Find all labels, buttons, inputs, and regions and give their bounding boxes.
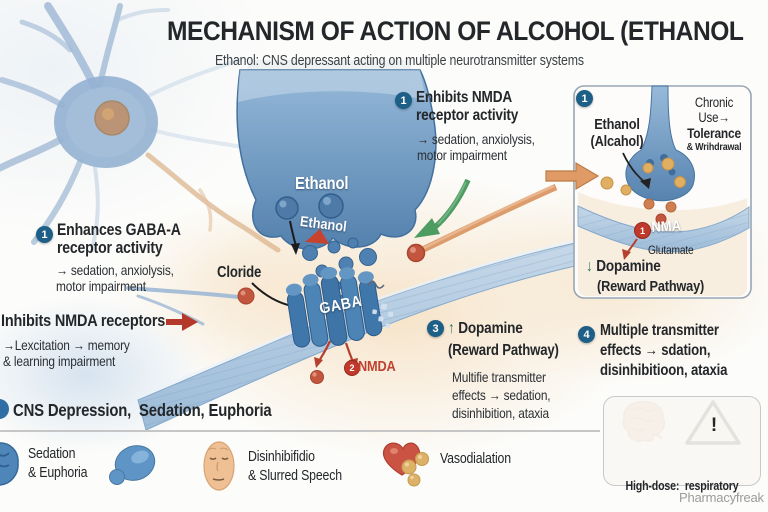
orange-entry-arrow: [545, 161, 600, 191]
nmda-top-title: Enhibits NMDA receptor activity: [416, 89, 519, 124]
droplet-icon: [109, 445, 156, 485]
chloride-label: Cloride: [217, 264, 262, 281]
gaba-annotation-title: Enhances GABA-A receptor activity: [57, 221, 181, 257]
warning-exclamation: !: [710, 415, 718, 436]
nmda-badge: 2: [344, 360, 360, 376]
high-dose-warning-text: High-dose: respiratory depression & coma: [625, 479, 739, 493]
nmda-left-title: Inhibits NMDA receptors: [1, 311, 166, 330]
gaba-annotation-detail: → sedation, anxiolysis, motor impairment: [56, 262, 174, 294]
green-arrow: [414, 178, 471, 238]
dendrite-branches: [126, 286, 255, 326]
inset-chronic-text: Chronic Use→ Tolerance & Wrihdrawal: [686, 95, 742, 153]
high-dose-warning-box: [603, 396, 761, 486]
inset-receptor-label: NMA: [651, 218, 682, 236]
dopamine-detail: Multifie transmitter effects → sedation,…: [452, 369, 551, 421]
heart-icon: [382, 442, 429, 487]
gaba-receptor: [285, 266, 383, 348]
face-icon: [203, 441, 235, 491]
cns-bullet-icon: [0, 399, 9, 419]
step-3-badge: 3: [427, 320, 444, 337]
brain-blue-icon: [0, 442, 19, 486]
orange-pathway: [406, 184, 558, 263]
step-1-badge: 1: [36, 226, 53, 243]
inset-synapse: [625, 85, 695, 202]
legend-item-vasodilation: Vasodialation: [440, 451, 511, 467]
nmda-left-detail: →Lexcitation → memory & learning impairm…: [3, 337, 130, 369]
footer-divider: [0, 430, 600, 432]
legend-item-disinhibition: Disinhibifidio & Slurred Speech: [248, 449, 342, 484]
chronic-inset: [573, 85, 752, 299]
ethanol-pointer-arrows: [251, 220, 329, 311]
nmda-top-detail: → sedation, anxiolysis, motor impairment: [417, 131, 535, 163]
ion-squares: [372, 303, 394, 329]
inset-reward-line: (Reward Pathway): [597, 278, 705, 295]
red-right-arrow: [166, 313, 198, 331]
up-arrow-icon: ↑: [448, 320, 455, 337]
membrane-squiggle: [367, 280, 385, 289]
synapse-terminal-label: Ethanol: [295, 173, 349, 193]
legend-item-sedation: Sedation & Euphoria: [28, 446, 88, 481]
footer-headline: CNS Depression, Sedation, Euphoria: [13, 400, 272, 420]
page-title: MECHANISM OF ACTION OF ALCOHOL (ETHANOL: [167, 16, 744, 46]
inset-dopamine-line: ↓ Dopamine: [586, 258, 661, 275]
down-arrow-icon: ↓: [586, 258, 593, 275]
page-subtitle: Ethanol: CNS depressant acting on multip…: [215, 53, 584, 69]
inset-dots: [600, 157, 686, 225]
step-4-badge: 4: [578, 326, 595, 343]
neuron-illustration: [0, 2, 281, 253]
watermark: Pharmacyfreak: [679, 490, 764, 505]
nmda-receptor-label: NMDA: [358, 358, 396, 375]
inset-badge: 1: [576, 90, 593, 107]
inset-receptor-badge: 1: [634, 222, 651, 239]
inset-ethanol-label: Ethanol (Alcahol): [590, 116, 644, 150]
dopamine-title: ↑ Dopamine (Reward Pathway): [448, 320, 559, 359]
synapse-terminal: [236, 69, 437, 250]
glutamate-label: Glutamate: [648, 243, 694, 257]
step-1b-badge: 1: [395, 92, 412, 109]
multiple-effects-text: Multiple transmitter effects → sdation, …: [600, 322, 728, 379]
